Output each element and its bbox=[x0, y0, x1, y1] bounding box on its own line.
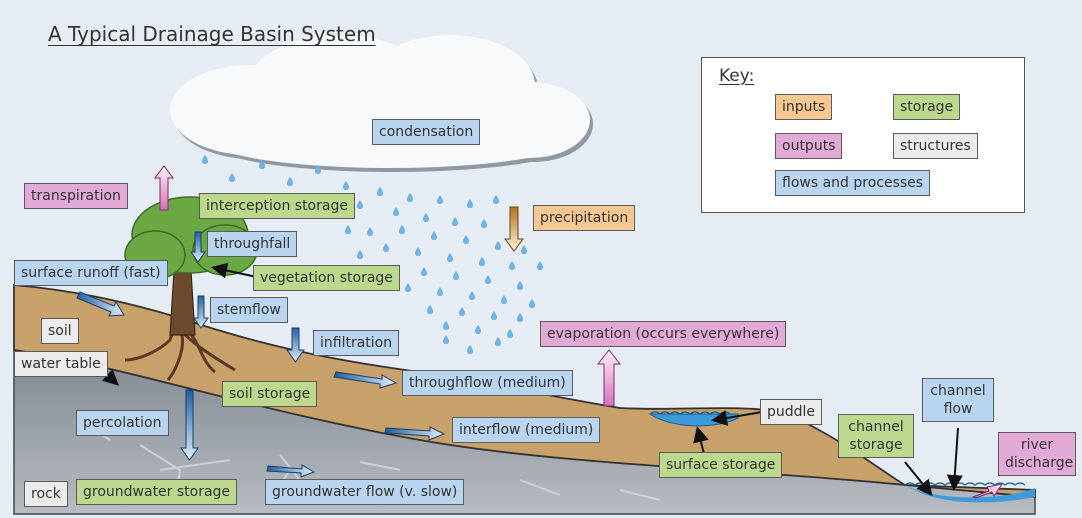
label-infiltration: infiltration bbox=[313, 330, 400, 356]
rain-drop bbox=[501, 295, 507, 304]
label-stemflow: stemflow bbox=[210, 297, 288, 323]
river-water bbox=[905, 485, 1035, 503]
label-soil: soil bbox=[41, 318, 79, 344]
throughflow-arrow bbox=[333, 371, 398, 389]
label-groundwater-flow: groundwater flow (v. slow) bbox=[265, 479, 465, 505]
legend-storage: storage bbox=[893, 94, 961, 120]
rain-drop bbox=[287, 177, 293, 186]
surface-runoff-arrow bbox=[76, 291, 125, 317]
rain-drop bbox=[459, 307, 465, 316]
output-arrows bbox=[154, 165, 1004, 499]
infiltration-arrow bbox=[286, 327, 305, 363]
river-discharge-arrow bbox=[971, 483, 1004, 499]
label-groundwater-storage: groundwater storage bbox=[76, 479, 238, 505]
rain-drop bbox=[357, 250, 363, 259]
rain-drop bbox=[393, 207, 399, 216]
label-throughflow: throughflow (medium) bbox=[402, 370, 573, 396]
rain-drop bbox=[495, 241, 501, 250]
rain-drop bbox=[383, 243, 389, 252]
rain-drop bbox=[431, 231, 437, 240]
rain-drop bbox=[415, 247, 421, 256]
rain-drop bbox=[377, 187, 383, 196]
flow-arrows bbox=[76, 231, 446, 478]
rain-drop bbox=[517, 281, 523, 290]
label-puddle: puddle bbox=[760, 399, 823, 425]
rain-drop bbox=[463, 235, 469, 244]
rain-drop bbox=[467, 199, 473, 208]
rain-drop bbox=[427, 305, 433, 314]
rain-drop bbox=[367, 227, 373, 236]
label-rock: rock bbox=[24, 481, 68, 507]
rain-drop bbox=[443, 321, 449, 330]
label-channel-flow: channel flow bbox=[922, 378, 994, 422]
rain-drop bbox=[399, 225, 405, 234]
rain-drop bbox=[453, 271, 459, 280]
diagram-title: A Typical Drainage Basin System bbox=[48, 22, 376, 46]
label-percolation: percolation bbox=[76, 410, 169, 436]
rain-drop bbox=[493, 195, 499, 204]
legend-title: Key: bbox=[719, 66, 755, 86]
label-interflow: interflow (medium) bbox=[452, 417, 601, 443]
rain-drop bbox=[517, 313, 523, 322]
rain-drop bbox=[447, 253, 453, 262]
rain-drop bbox=[443, 335, 449, 344]
label-surface-runoff: surface runoff (fast) bbox=[14, 260, 168, 286]
label-river-discharge: river discharge bbox=[998, 432, 1076, 476]
rain-drop bbox=[343, 181, 349, 190]
rain-drop bbox=[405, 283, 411, 292]
rain-drop bbox=[509, 261, 515, 270]
rain-drop bbox=[437, 195, 443, 204]
rain-drop bbox=[423, 213, 429, 222]
rain-drop bbox=[475, 325, 481, 334]
label-transpiration: transpiration bbox=[24, 183, 128, 209]
legend-outputs: outputs bbox=[775, 133, 843, 159]
rain-drop bbox=[495, 337, 501, 346]
evaporation-arrow bbox=[596, 349, 622, 407]
legend-flows: flows and processes bbox=[775, 170, 931, 196]
label-water-table: water table bbox=[14, 351, 108, 377]
rain-drop bbox=[529, 299, 535, 308]
throughfall-arrow bbox=[190, 231, 206, 263]
rain-drop bbox=[469, 291, 475, 300]
rain-drop bbox=[202, 155, 208, 164]
label-channel-storage: channel storage bbox=[838, 414, 914, 458]
rain-drop bbox=[437, 287, 443, 296]
rain-drop bbox=[229, 173, 235, 182]
rain-drop bbox=[452, 217, 458, 226]
label-precipitation: precipitation bbox=[533, 205, 636, 231]
transpiration-arrow bbox=[154, 165, 174, 211]
rain-drop bbox=[521, 245, 527, 254]
rain-drop bbox=[481, 219, 487, 228]
rain-drop bbox=[421, 267, 427, 276]
rain-drop bbox=[537, 261, 543, 270]
interflow-arrow bbox=[384, 426, 446, 441]
label-vegetation-storage: vegetation storage bbox=[253, 265, 400, 291]
label-soil-storage: soil storage bbox=[222, 381, 318, 407]
rain-drop bbox=[467, 345, 473, 354]
rain-drop bbox=[485, 275, 491, 284]
rain-drop bbox=[507, 329, 513, 338]
rain-drop bbox=[479, 257, 485, 266]
stemflow-arrow bbox=[193, 295, 209, 329]
legend-structures: structures bbox=[893, 133, 978, 159]
rain-drop bbox=[407, 193, 413, 202]
label-evaporation: evaporation (occurs everywhere) bbox=[540, 321, 787, 347]
percolation-arrow bbox=[180, 389, 199, 461]
label-surface-storage: surface storage bbox=[659, 452, 783, 478]
rain-drop bbox=[345, 225, 351, 234]
rain-drop bbox=[491, 311, 497, 320]
cloud bbox=[170, 35, 593, 172]
label-condensation: condensation bbox=[372, 119, 481, 145]
precipitation-arrow bbox=[504, 206, 524, 252]
label-throughfall: throughfall bbox=[207, 231, 298, 257]
groundwater-flow-arrow bbox=[266, 464, 316, 478]
rain-drop bbox=[357, 200, 363, 209]
legend-inputs: inputs bbox=[775, 94, 833, 120]
rain-drop bbox=[315, 165, 321, 174]
rain-drop bbox=[259, 160, 265, 169]
label-interception-storage: interception storage bbox=[199, 193, 355, 219]
